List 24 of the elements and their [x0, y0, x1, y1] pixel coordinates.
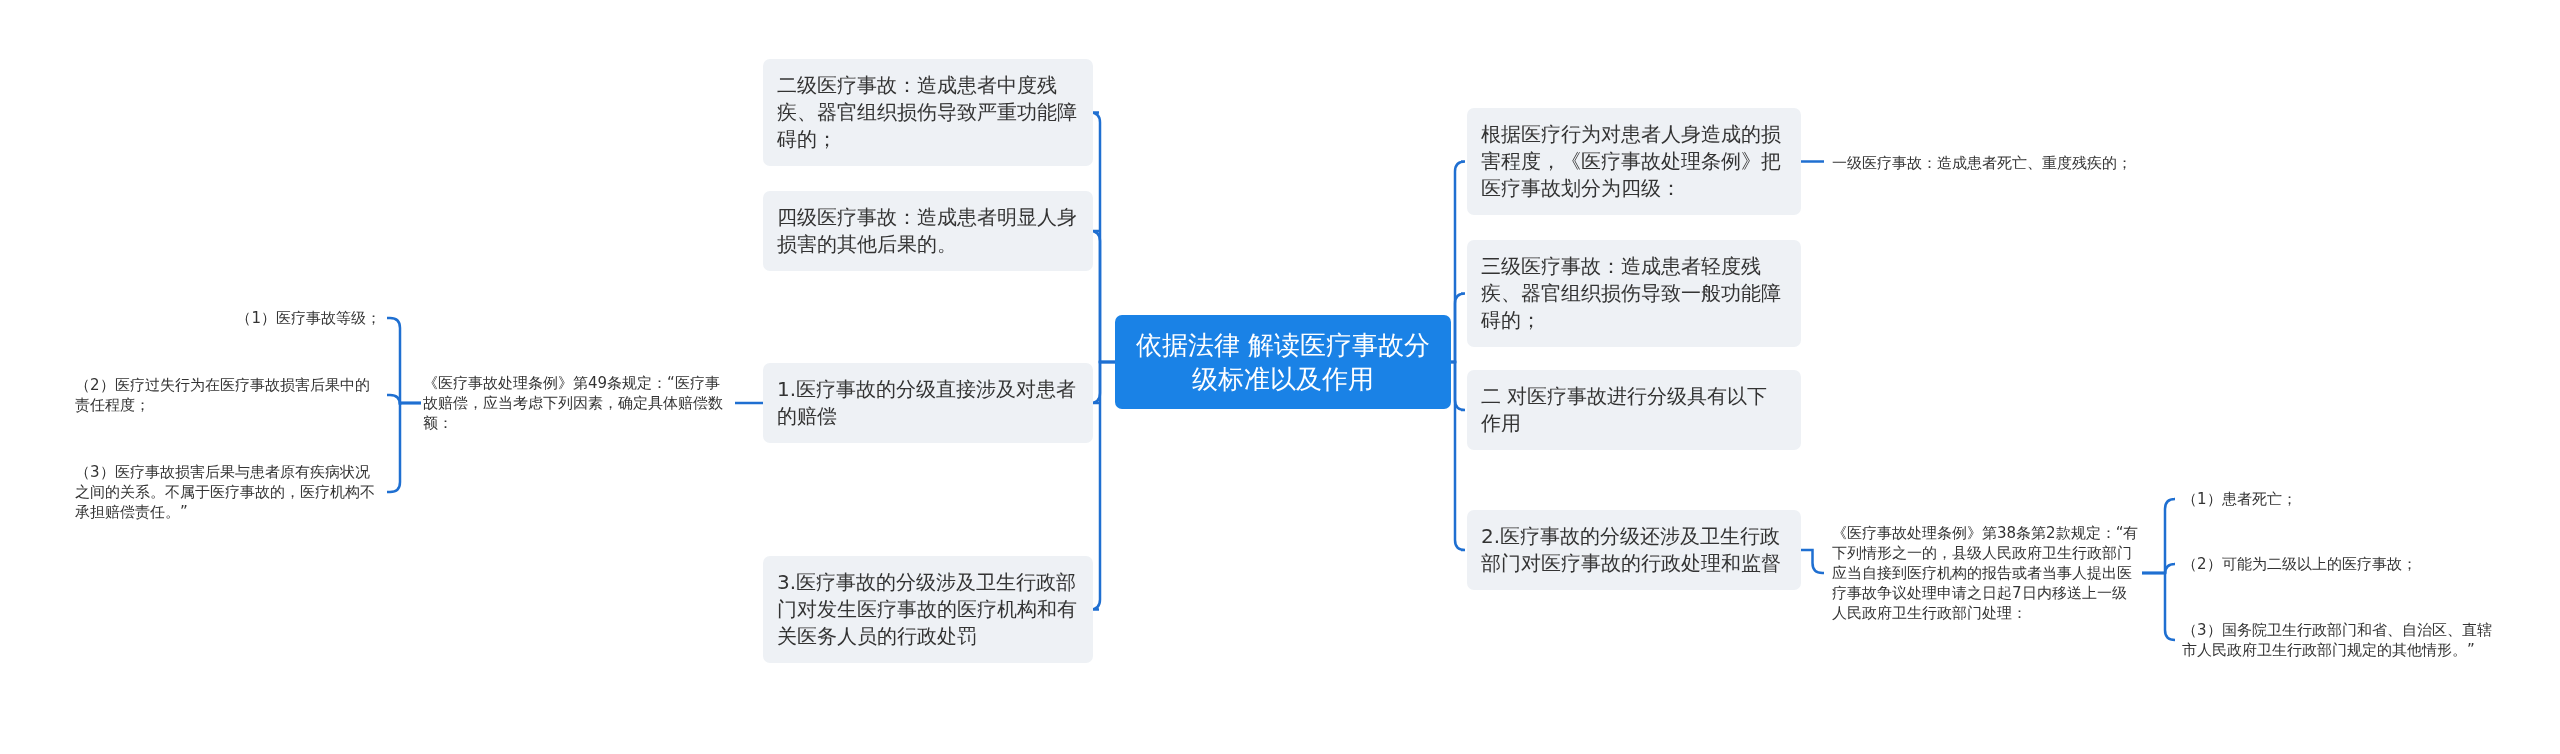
note-text: （2）医疗过失行为在医疗事故损害后果中的责任程度；: [73, 375, 383, 415]
topic-box: 3.医疗事故的分级涉及卫生行政部门对发生医疗事故的医疗机构和有关医务人员的行政处罚: [763, 555, 1093, 663]
connector-line: [735, 401, 763, 405]
central-topic-box: 依据法律 解读医疗事故分级标准以及作用: [1115, 315, 1451, 409]
connector-line: [2142, 571, 2177, 642]
topic-box: 2.医疗事故的分级还涉及卫生行政部门对医疗事故的行政处理和监督: [1467, 510, 1801, 590]
connector-line: [1451, 292, 1467, 364]
note-text: （1）医疗事故等级；: [73, 308, 383, 328]
topic-box: 三级医疗事故：造成患者轻度残疾、器官组织损伤导致一般功能障碍的；: [1467, 239, 1801, 347]
topic-box: 根据医疗行为对患者人身造成的损害程度，《医疗事故处理条例》把医疗事故划分为四级：: [1467, 107, 1801, 215]
topic-box: 四级医疗事故：造成患者明显人身损害的其他后果的。: [763, 191, 1093, 271]
note-text: （3）国务院卫生行政部门和省、自治区、直辖市人民政府卫生行政部门规定的其他情形。”: [2180, 620, 2498, 660]
note-text: （2）可能为二级以上的医疗事故；: [2180, 554, 2510, 574]
topic-box: 1.医疗事故的分级直接涉及对患者的赔偿: [763, 363, 1093, 443]
connector-line: [1801, 548, 1825, 575]
note-text: 《医疗事故处理条例》第49条规定：“医疗事故赔偿，应当考虑下列因素，确定具体赔偿数额：: [421, 373, 731, 433]
connector-line: [1451, 360, 1467, 552]
topic-box: 二级医疗事故：造成患者中度残疾、器官组织损伤导致严重功能障碍的；: [763, 58, 1093, 166]
note-text: （3）医疗事故损害后果与患者原有疾病状况之间的关系。不属于医疗事故的，医疗机构不承担赔偿责任。”: [73, 462, 383, 522]
connector-line: [1801, 160, 1824, 163]
note-text: 一级医疗事故：造成患者死亡、重度残疾的；: [1830, 153, 2160, 173]
note-text: （1）患者死亡；: [2180, 489, 2510, 509]
note-text: 《医疗事故处理条例》第38条第2款规定：“有下列情形之一的，县级人民政府卫生行政部门应当自接到医疗机构的报告或者当事人提出医疗事故争议处理申请之日起7日内移送上一级人民政府卫生行政部门处理：: [1830, 523, 2142, 623]
topic-box: 二 对医疗事故进行分级具有以下作用: [1467, 370, 1801, 450]
